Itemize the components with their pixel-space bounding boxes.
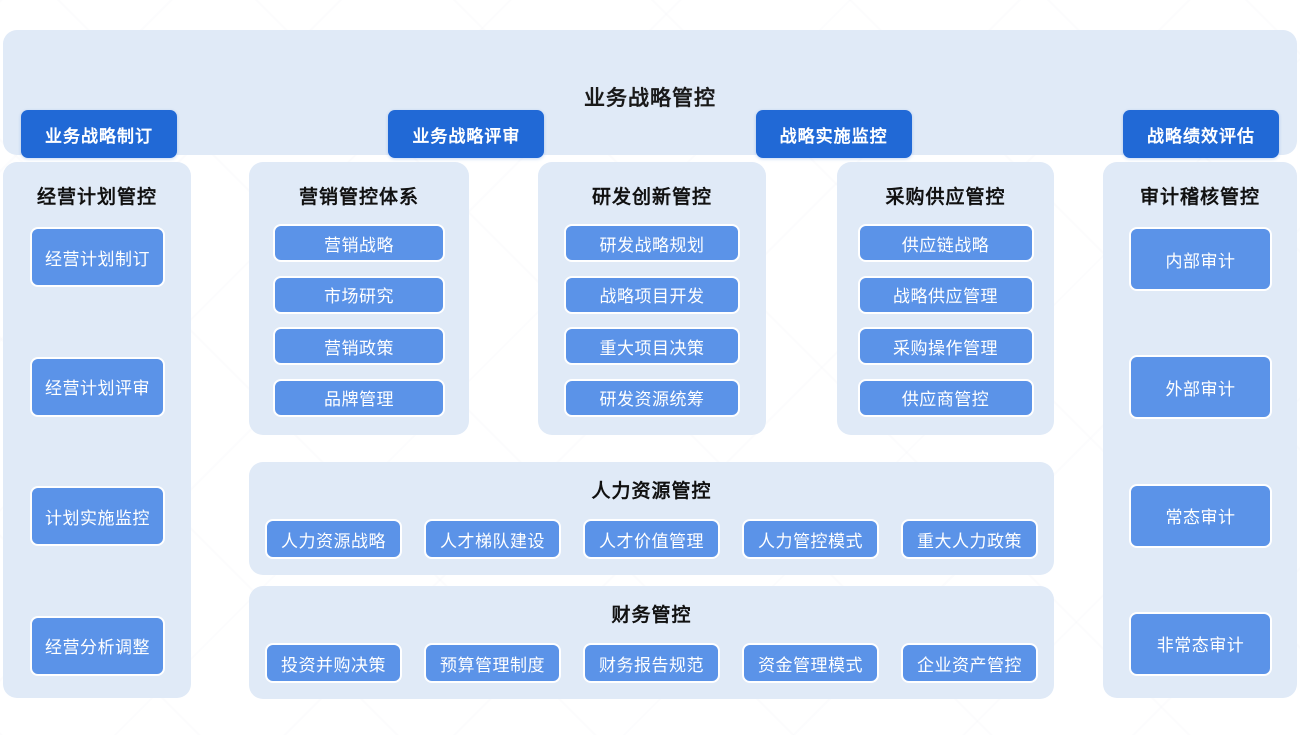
panel-procurement-supply-control: 采购供应管控 供应链战略 战略供应管理 采购操作管理 供应商管控 [837, 162, 1054, 435]
column-items-procurement-supply: 供应链战略 战略供应管理 采购操作管理 供应商管控 [837, 224, 1054, 417]
item-investment-ma-decision[interactable]: 投资并购决策 [265, 643, 402, 683]
item-hr-control-mode[interactable]: 人力管控模式 [742, 519, 879, 559]
item-enterprise-asset-control[interactable]: 企业资产管控 [901, 643, 1038, 683]
wide-panel-title-hr: 人力资源管控 [591, 481, 712, 502]
item-major-project-decision[interactable]: 重大项目决策 [564, 327, 740, 366]
panel-business-strategy: 业务战略管控 业务战略制订 业务战略评审 战略实施监控 战略绩效评估 [3, 30, 1297, 158]
column-items-marketing: 营销战略 市场研究 营销政策 品牌管理 [249, 224, 469, 417]
item-hr-strategy[interactable]: 人力资源战略 [265, 519, 402, 559]
wide-panel-items-finance: 投资并购决策 预算管理制度 财务报告规范 资金管理模式 企业资产管控 [265, 643, 1038, 683]
banner-title: 业务战略管控 [584, 87, 716, 110]
item-rd-strategy-planning[interactable]: 研发战略规划 [564, 224, 740, 262]
banner-button-row: 业务战略制订 业务战略评审 战略实施监控 战略绩效评估 [21, 110, 1279, 158]
column-title-operation-plan: 经营计划管控 [36, 187, 157, 208]
column-title-rd-innovation: 研发创新管控 [591, 187, 712, 208]
item-talent-value-management[interactable]: 人才价值管理 [583, 519, 720, 559]
panel-human-resource-control: 人力资源管控 人力资源战略 人才梯队建设 人才价值管理 人力管控模式 重大人力政… [249, 462, 1054, 575]
column-items-audit-inspection: 内部审计 外部审计 常态审计 非常态审计 [1129, 227, 1272, 676]
panel-rd-innovation-control: 研发创新管控 研发战略规划 战略项目开发 重大项目决策 研发资源统筹 [538, 162, 766, 435]
item-plan-review[interactable]: 经营计划评审 [30, 356, 165, 417]
column-items-operation-plan: 经营计划制订 经营计划评审 计划实施监控 经营分析调整 [30, 227, 165, 676]
banner-button-strategy-performance-evaluation[interactable]: 战略绩效评估 [1122, 110, 1279, 158]
banner-button-strategy-implementation-monitoring[interactable]: 战略实施监控 [755, 110, 912, 158]
item-operation-analysis-adjustment[interactable]: 经营分析调整 [30, 615, 165, 676]
panel-operation-plan-control: 经营计划管控 经营计划制订 经营计划评审 计划实施监控 经营分析调整 [3, 162, 191, 698]
item-supplier-control[interactable]: 供应商管控 [857, 378, 1034, 417]
item-financial-report-standard[interactable]: 财务报告规范 [583, 643, 720, 683]
panel-financial-control: 财务管控 投资并购决策 预算管理制度 财务报告规范 资金管理模式 企业资产管控 [249, 586, 1054, 699]
item-procurement-operation-management[interactable]: 采购操作管理 [857, 327, 1034, 366]
item-supply-chain-strategy[interactable]: 供应链战略 [857, 224, 1034, 262]
banner-button-strategy-review[interactable]: 业务战略评审 [388, 110, 545, 158]
wide-panel-title-finance: 财务管控 [611, 605, 692, 626]
item-plan-implementation-monitoring[interactable]: 计划实施监控 [30, 486, 165, 547]
item-talent-echelon-building[interactable]: 人才梯队建设 [424, 519, 561, 559]
item-external-audit[interactable]: 外部审计 [1129, 355, 1272, 420]
column-items-rd-innovation: 研发战略规划 战略项目开发 重大项目决策 研发资源统筹 [538, 224, 766, 417]
item-non-routine-audit[interactable]: 非常态审计 [1129, 611, 1272, 676]
panel-audit-inspection-control: 审计稽核管控 内部审计 外部审计 常态审计 非常态审计 [1103, 162, 1297, 698]
item-marketing-strategy[interactable]: 营销战略 [273, 224, 445, 262]
item-rd-resource-coordination[interactable]: 研发资源统筹 [564, 378, 740, 417]
item-plan-formulation[interactable]: 经营计划制订 [30, 227, 165, 287]
column-title-procurement-supply: 采购供应管控 [885, 187, 1006, 208]
item-fund-management-mode[interactable]: 资金管理模式 [742, 643, 879, 683]
item-budget-management-system[interactable]: 预算管理制度 [424, 643, 561, 683]
panel-marketing-control-system: 营销管控体系 营销战略 市场研究 营销政策 品牌管理 [249, 162, 469, 435]
item-strategic-supply-management[interactable]: 战略供应管理 [857, 275, 1034, 314]
item-major-hr-policy[interactable]: 重大人力政策 [901, 519, 1038, 559]
wide-panel-items-hr: 人力资源战略 人才梯队建设 人才价值管理 人力管控模式 重大人力政策 [265, 519, 1038, 559]
item-market-research[interactable]: 市场研究 [273, 275, 445, 314]
item-marketing-policy[interactable]: 营销政策 [273, 327, 445, 366]
banner-button-strategy-formulation[interactable]: 业务战略制订 [21, 110, 177, 158]
item-routine-audit[interactable]: 常态审计 [1129, 483, 1272, 548]
column-title-marketing: 营销管控体系 [298, 187, 419, 208]
item-strategic-project-development[interactable]: 战略项目开发 [564, 275, 740, 314]
column-title-audit-inspection: 审计稽核管控 [1139, 187, 1260, 208]
item-brand-management[interactable]: 品牌管理 [273, 378, 445, 417]
item-internal-audit[interactable]: 内部审计 [1129, 227, 1272, 291]
